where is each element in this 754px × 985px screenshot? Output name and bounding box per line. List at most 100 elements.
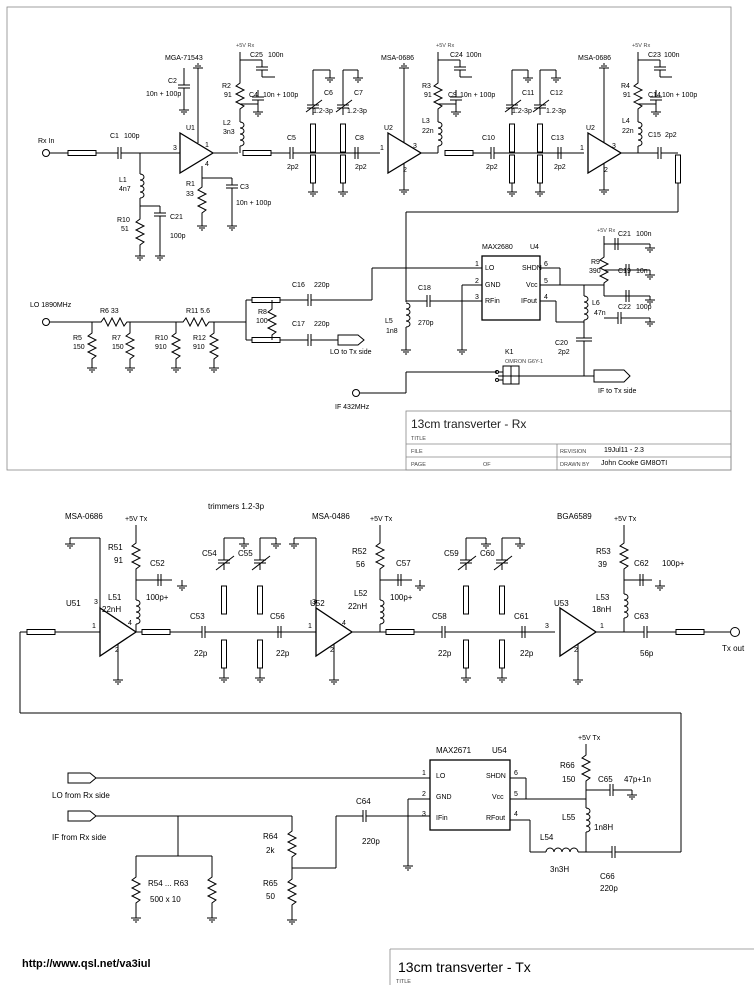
rx-u4-mixer: MAX2680 U4 1 LO 2 GND 3 RFin SHDN 6 Vcc … <box>385 244 604 355</box>
svg-text:C9: C9 <box>448 92 457 99</box>
svg-text:U52: U52 <box>310 599 325 608</box>
svg-text:C6: C6 <box>324 90 333 97</box>
svg-text:TITLE: TITLE <box>396 979 411 985</box>
svg-text:C65: C65 <box>598 775 613 784</box>
svg-text:150: 150 <box>562 775 576 784</box>
svg-text:3n3H: 3n3H <box>550 865 569 874</box>
svg-text:+5V Tx: +5V Tx <box>370 516 393 523</box>
svg-text:R9: R9 <box>591 259 600 266</box>
svg-text:GND: GND <box>436 794 452 801</box>
svg-text:39: 39 <box>598 560 607 569</box>
tx-bias-3: +5V Tx R53 39 C62 100p+ L53 18nH <box>592 516 685 632</box>
svg-text:+5V Rx: +5V Rx <box>236 43 254 49</box>
svg-text:100n: 100n <box>466 52 482 59</box>
svg-text:C11: C11 <box>522 90 534 97</box>
svg-text:150: 150 <box>112 344 124 351</box>
svg-text:4: 4 <box>514 811 518 818</box>
svg-text:2k: 2k <box>266 846 275 855</box>
svg-text:L2: L2 <box>223 120 231 127</box>
svg-text:100p: 100p <box>170 233 186 240</box>
lo-to-tx-label: LO to Tx side <box>330 349 372 356</box>
rx-u1-part: MGA-71543 <box>165 55 203 62</box>
svg-text:270p: 270p <box>418 320 434 327</box>
svg-text:C21: C21 <box>618 231 631 238</box>
svg-text:3: 3 <box>475 294 479 301</box>
rx-relay-k1: K1 OMRON G6Y-1 IF to Tx side IF 432MHz <box>335 349 636 411</box>
tx-u52-part: MSA-0486 <box>312 512 350 521</box>
rx-u4-part: MAX2680 <box>482 244 513 251</box>
svg-text:3: 3 <box>612 143 616 150</box>
tx-trimmers-c54-c55: C54 C55 C56 22p <box>202 537 290 683</box>
svg-text:L52: L52 <box>354 589 368 598</box>
svg-text:U51: U51 <box>66 599 81 608</box>
svg-text:3: 3 <box>312 599 316 606</box>
svg-text:U1: U1 <box>186 125 195 132</box>
svg-text:C59: C59 <box>444 549 459 558</box>
svg-text:1n8H: 1n8H <box>594 823 613 832</box>
svg-text:OMRON G6Y-1: OMRON G6Y-1 <box>505 359 543 365</box>
tx-u51-amplifier: U51 1 4 2 3 C53 22p <box>64 537 316 685</box>
svg-text:6: 6 <box>544 261 548 268</box>
svg-text:C54: C54 <box>202 549 217 558</box>
svg-text:10n + 100p: 10n + 100p <box>236 200 271 207</box>
svg-text:22p: 22p <box>194 649 208 658</box>
svg-text:2p2: 2p2 <box>554 164 566 171</box>
tx-u52-amplifier: U52 1 4 2 3 C58 22p <box>288 537 555 685</box>
tx-trimmers-c59-c60: C59 C60 C61 22p <box>444 537 534 683</box>
rx-u1-amplifier: U1 3 1 4 MGA-71543 R1 33 C3 10n + 100p C… <box>146 55 271 231</box>
svg-text:1: 1 <box>308 623 312 630</box>
svg-text:22p: 22p <box>276 649 290 658</box>
svg-text:K1: K1 <box>505 349 514 356</box>
rx-bias-1: +5V Rx C25 100n R2 91 C4 10n + 100p L2 3… <box>222 43 380 171</box>
svg-text:Rx In: Rx In <box>38 138 54 145</box>
svg-text:C23: C23 <box>648 52 661 59</box>
svg-text:C55: C55 <box>238 549 253 558</box>
rx-u3-part: MSA-0686 <box>578 55 611 62</box>
svg-text:+5V Rx: +5V Rx <box>597 228 615 234</box>
svg-text:C17: C17 <box>292 321 305 328</box>
svg-text:L6: L6 <box>592 300 600 307</box>
svg-text:3: 3 <box>173 145 177 152</box>
svg-text:3n3: 3n3 <box>223 129 235 136</box>
rx-u2-amplifier: U2 1 3 2 MSA-0686 <box>380 55 438 195</box>
svg-text:C20: C20 <box>555 340 568 347</box>
svg-text:C58: C58 <box>432 612 447 621</box>
svg-text:R54 ... R63: R54 ... R63 <box>148 879 189 888</box>
svg-text:REVISION: REVISION <box>560 449 586 455</box>
rx-lo-splitter: R8 100 C16 220p C17 220p LO to Tx side <box>245 267 482 356</box>
lo-from-rx-label: LO from Rx side <box>52 791 110 800</box>
svg-text:R2: R2 <box>222 83 231 90</box>
svg-text:1.2-3p: 1.2-3p <box>313 108 333 115</box>
tx-out-port <box>730 627 740 637</box>
svg-text:GND: GND <box>485 282 501 289</box>
rx-frame <box>6 6 732 471</box>
svg-text:100n: 100n <box>636 231 652 238</box>
svg-text:C56: C56 <box>270 612 285 621</box>
svg-text:C62: C62 <box>634 559 649 568</box>
svg-text:C2: C2 <box>168 78 177 85</box>
svg-text:C66: C66 <box>600 872 615 881</box>
svg-text:1: 1 <box>380 145 384 152</box>
svg-text:SHDN: SHDN <box>522 265 542 272</box>
svg-text:U2: U2 <box>384 125 393 132</box>
svg-text:4: 4 <box>205 161 209 168</box>
svg-text:3: 3 <box>422 811 426 818</box>
svg-text:2: 2 <box>330 647 334 654</box>
svg-text:IFout: IFout <box>521 298 537 305</box>
svg-text:3: 3 <box>413 143 417 150</box>
svg-text:2p2: 2p2 <box>486 164 498 171</box>
svg-text:Vcc: Vcc <box>492 794 504 801</box>
tx-if-pad: R64 2k R65 50 C64 220p <box>263 797 430 925</box>
svg-text:IFin: IFin <box>436 815 448 822</box>
svg-text:91: 91 <box>224 92 232 99</box>
tx-u53-part: BGA6589 <box>557 512 592 521</box>
svg-text:+5V Tx: +5V Tx <box>614 516 637 523</box>
source-url[interactable]: http://www.qsl.net/va3iul <box>22 958 151 970</box>
svg-text:220p: 220p <box>600 884 618 893</box>
svg-text:+5V Rx: +5V Rx <box>436 43 454 49</box>
svg-text:1: 1 <box>475 261 479 268</box>
svg-text:R12: R12 <box>193 335 206 342</box>
rx-lo-input: LO 1890MHz R6 33 R11 5.6 R5 150 R7 150 R… <box>30 302 246 373</box>
svg-text:1: 1 <box>205 142 209 149</box>
